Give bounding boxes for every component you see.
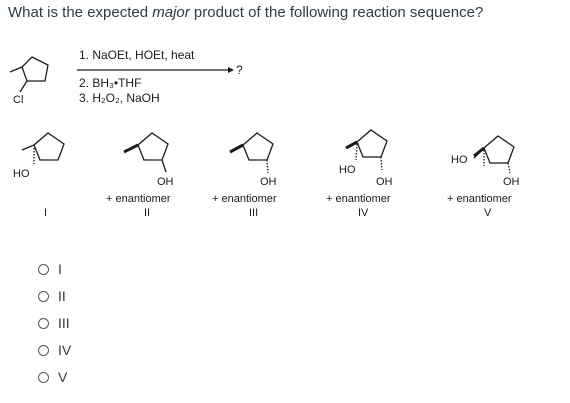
candidate-iii-enantiomer: + enantiomer: [212, 193, 277, 205]
product-placeholder: ?: [236, 63, 243, 77]
candidate-ii-enantiomer: + enantiomer: [106, 193, 171, 205]
candidate-iv-hydroxyl-2: OH: [376, 176, 393, 188]
reagent-step2: 2. BH₃•THF: [79, 76, 141, 90]
candidate-ii-numeral: II: [144, 207, 150, 219]
candidate-v-enantiomer: + enantiomer: [447, 193, 512, 205]
choice-iii[interactable]: III: [38, 313, 70, 333]
radio-button[interactable]: [38, 317, 49, 329]
candidate-iii-hydroxyl: OH: [260, 176, 277, 188]
choice-i[interactable]: I: [38, 259, 62, 279]
candidate-iv-numeral: IV: [358, 207, 369, 219]
choice-label: II: [58, 288, 66, 304]
starting-material: [9, 56, 49, 93]
candidate-ii-structure: [123, 132, 169, 173]
candidate-iv-structure: [345, 129, 388, 171]
choice-v[interactable]: V: [38, 367, 67, 387]
candidate-iv-hydroxyl-1: HO: [339, 164, 356, 176]
candidate-v-structure: [473, 135, 515, 174]
choice-label: IV: [58, 342, 72, 358]
radio-button[interactable]: [38, 263, 49, 275]
candidate-i-numeral: I: [44, 207, 47, 219]
candidate-ii-hydroxyl: OH: [157, 176, 174, 188]
choice-iv[interactable]: IV: [38, 340, 71, 360]
candidate-v-hydroxyl-1: HO: [451, 154, 468, 166]
arrow-head: [228, 67, 234, 73]
choice-label: V: [58, 369, 68, 385]
reaction-scheme: Cl 1. NaOEt, HOEt, heat ? 2. BH₃•THF 3. …: [9, 48, 520, 219]
candidate-iv-enantiomer: + enantiomer: [326, 193, 391, 205]
question-text: What is the expected major product of th…: [8, 4, 484, 21]
radio-button[interactable]: [38, 371, 49, 383]
candidate-v-numeral: V: [484, 207, 492, 219]
choice-label: I: [58, 261, 62, 277]
candidate-i-structure: [21, 132, 65, 164]
candidate-iii-numeral: III: [249, 207, 258, 219]
reagent-step1: 1. NaOEt, HOEt, heat: [79, 48, 195, 62]
candidate-iii-structure: [229, 132, 274, 174]
radio-button[interactable]: [38, 290, 49, 302]
choice-label: III: [58, 315, 70, 331]
chloro-label: Cl: [13, 94, 23, 106]
radio-button[interactable]: [38, 344, 49, 356]
reagent-step3: 3. H₂O₂, NaOH: [79, 91, 160, 105]
candidate-i-hydroxyl: HO: [13, 168, 30, 180]
choice-ii[interactable]: II: [38, 286, 66, 306]
candidate-v-hydroxyl-2: OH: [503, 176, 520, 188]
